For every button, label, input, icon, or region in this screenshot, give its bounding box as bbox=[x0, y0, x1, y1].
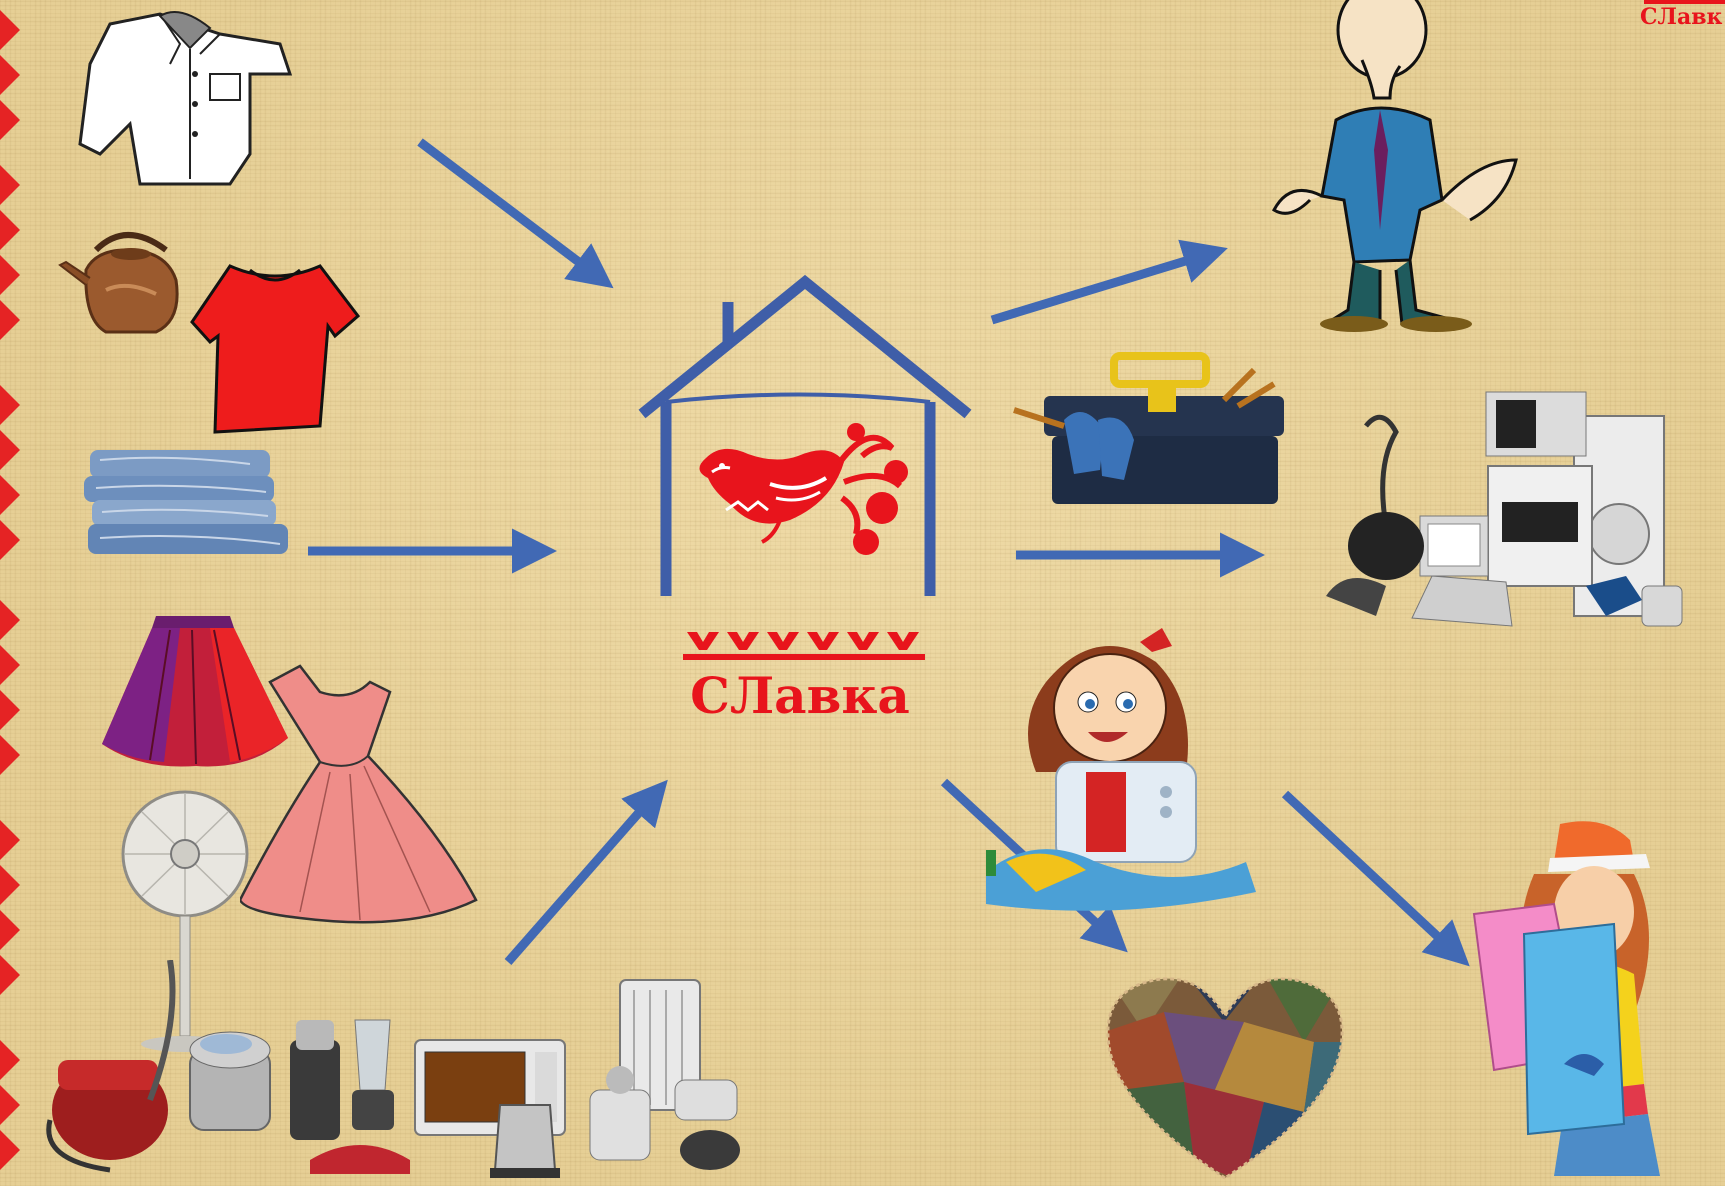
girl-at-sewing-machine-icon bbox=[986, 628, 1256, 911]
skirt-icon bbox=[102, 616, 288, 767]
shirt-icon bbox=[78, 11, 293, 186]
stand-mixer-icon bbox=[674, 1079, 740, 1170]
oil-heater-icon bbox=[619, 979, 701, 1111]
toolbox-icon bbox=[1013, 352, 1284, 504]
jeans-icon bbox=[84, 450, 288, 554]
arrow-appliances-to-shop bbox=[504, 779, 668, 965]
blender-icon bbox=[352, 1019, 394, 1130]
corner-logo-text: СЛавк bbox=[1640, 4, 1723, 30]
kettle-icon bbox=[58, 232, 179, 334]
microwave-icon bbox=[414, 1039, 566, 1136]
corner-ornament bbox=[1644, 0, 1725, 4]
girl-with-shopping-bags-icon bbox=[1472, 821, 1660, 1176]
arrow-shirt-to-shop bbox=[417, 138, 614, 289]
pink-dress-icon bbox=[240, 664, 478, 924]
shop-house-logo bbox=[638, 274, 972, 596]
vacuum-cleaner-icon bbox=[46, 960, 176, 1173]
bird-icon bbox=[699, 423, 908, 555]
red-t-shirt-icon bbox=[190, 264, 360, 434]
juicer-icon bbox=[290, 1020, 340, 1140]
household-appliances-icon bbox=[1326, 391, 1683, 627]
left-chevron-border bbox=[0, 10, 20, 1170]
electric-kettle-icon bbox=[490, 1104, 560, 1178]
arrow-shop-to-girl bbox=[1281, 790, 1470, 967]
meat-grinder-icon bbox=[589, 1066, 651, 1161]
folk-ornament bbox=[683, 632, 925, 660]
arrow-shop-to-man bbox=[990, 239, 1228, 325]
brand-name: СЛавка bbox=[690, 666, 910, 725]
man-with-empty-pockets-icon bbox=[1272, 0, 1518, 332]
patchwork-heart-icon bbox=[1106, 977, 1344, 1180]
iron-icon bbox=[310, 1145, 410, 1174]
fryer-icon bbox=[189, 1031, 271, 1131]
home-appliances-group bbox=[46, 960, 740, 1178]
